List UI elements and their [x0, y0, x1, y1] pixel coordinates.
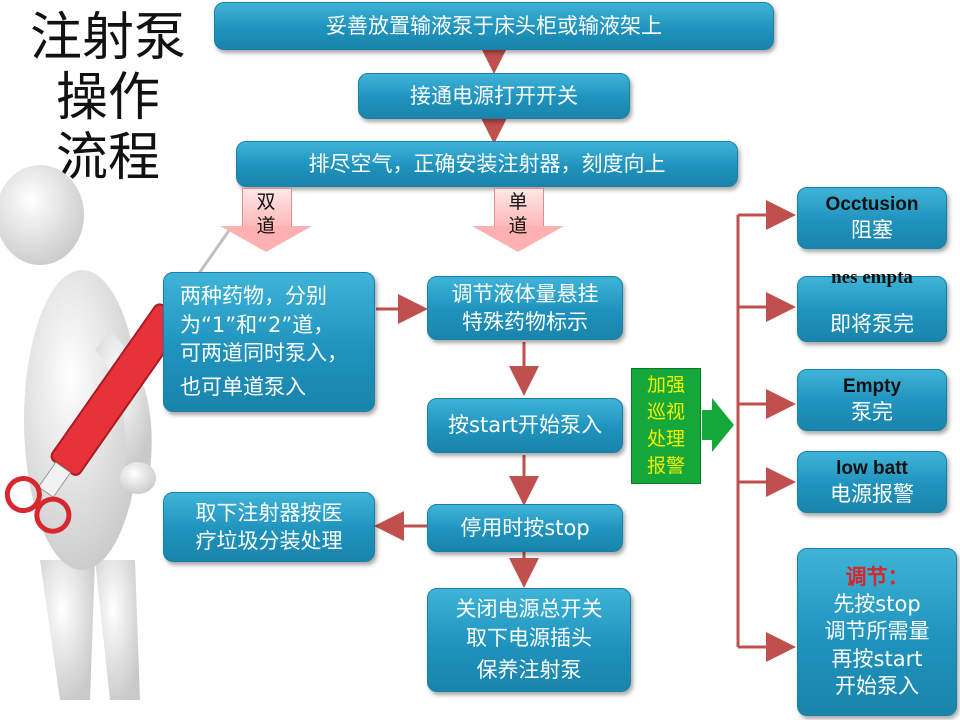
- alarm-low-battery: low batt 电源报警: [797, 451, 947, 513]
- alarm-occlusion: Occtusion 阻塞: [797, 187, 947, 249]
- patrol-arrow: [702, 398, 734, 452]
- page-title: 注射泵 操作 流程: [18, 8, 198, 188]
- title-line: 注射泵: [29, 8, 186, 68]
- step-press-stop: 停用时按stop: [427, 504, 623, 552]
- adjust-procedure-box: 调节： 先按stop 调节所需量 再按start 开始泵入: [797, 548, 957, 716]
- step-press-start: 按start开始泵入: [427, 398, 623, 453]
- step-power-on: 接通电源打开开关: [358, 73, 630, 119]
- alarm-empty: Empty 泵完: [797, 369, 947, 431]
- disposal-box: 取下注射器按医 疗垃圾分装处理: [163, 492, 375, 562]
- step-prime-syringe: 排尽空气，正确安装注射器，刻度向上: [236, 141, 738, 187]
- dual-channel-box: 两种药物，分别 为“1”和“2”道， 可两道同时泵入， 也可单道泵入: [163, 272, 375, 412]
- step-adjust-volume: 调节液体量悬挂 特殊药物标示: [427, 276, 623, 340]
- step-place-pump: 妥善放置输液泵于床头柜或输液架上: [214, 2, 774, 50]
- alarm-near-empty: nes empta 即将泵完: [797, 267, 947, 342]
- title-line: 流程: [55, 128, 160, 188]
- title-line: 操作: [55, 68, 160, 128]
- step-power-off: 关闭电源总开关 取下电源插头 保养注射泵: [427, 588, 631, 692]
- patrol-box: 加强 巡视 处理 报警: [631, 368, 701, 484]
